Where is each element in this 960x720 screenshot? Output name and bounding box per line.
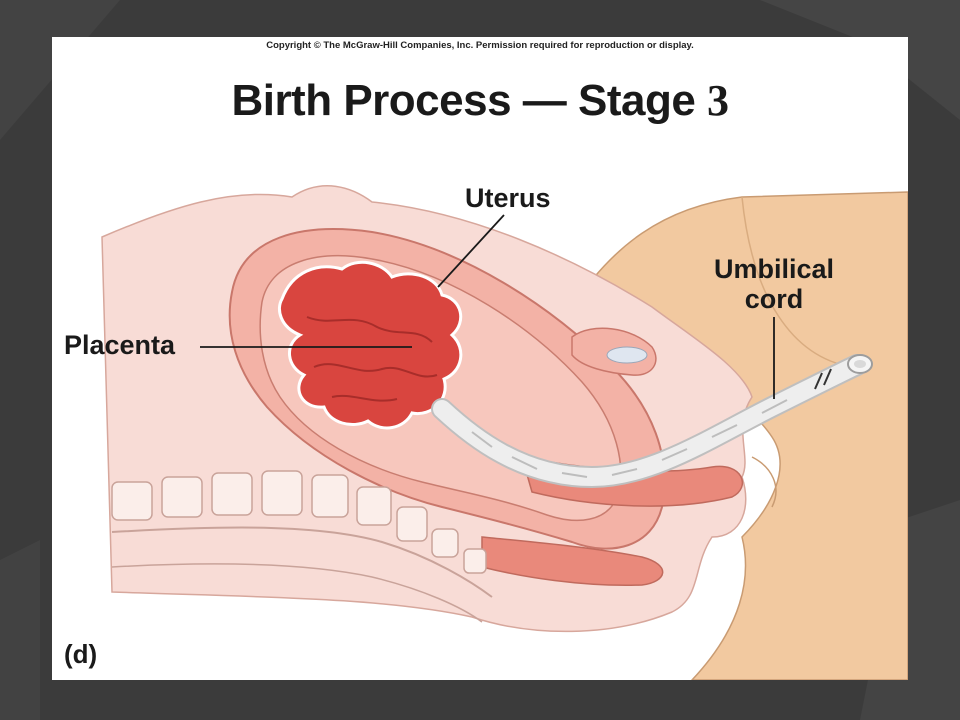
stage-number: 3 xyxy=(707,76,729,125)
birth-stage-illustration xyxy=(101,185,908,680)
placenta xyxy=(277,260,463,430)
umbilical-cord-label-line2: cord xyxy=(744,284,804,314)
placenta-label: Placenta xyxy=(64,330,176,360)
title-text: Birth Process — Stage xyxy=(231,76,696,125)
page-title: Birth Process — Stage 3 xyxy=(52,75,908,126)
umbilical-cord-label-line1: Umbilical xyxy=(713,254,835,284)
figure-panel: Copyright © The McGraw-Hill Companies, I… xyxy=(52,37,908,680)
rectum xyxy=(481,536,664,587)
panel-label: (d) xyxy=(64,639,98,669)
copyright-notice: Copyright © The McGraw-Hill Companies, I… xyxy=(266,40,694,51)
uterus-leader-line xyxy=(437,214,505,288)
uterus-label: Uterus xyxy=(465,183,551,213)
spine xyxy=(111,470,487,574)
cord-clamp xyxy=(814,368,832,390)
